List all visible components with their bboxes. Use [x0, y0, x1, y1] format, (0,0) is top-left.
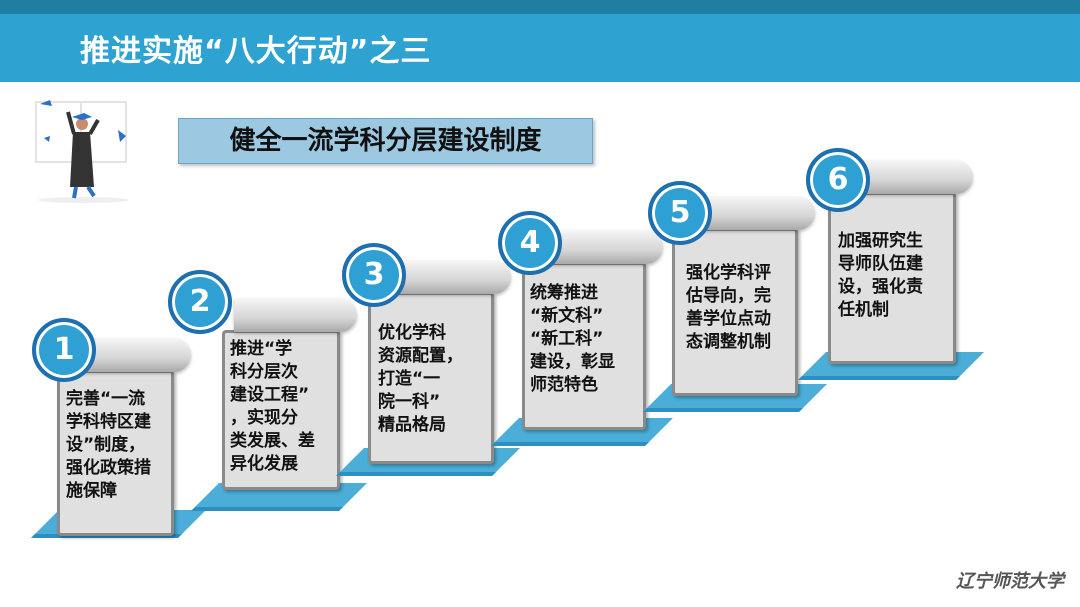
- header-bar: [0, 14, 1080, 82]
- step-number-badge: 4: [498, 211, 562, 275]
- scroll-roll: [234, 298, 357, 332]
- step-card: [368, 292, 494, 464]
- step-text: 完善“一流 学科特区建 设”制度， 强化政策措 施保障: [66, 389, 151, 501]
- section-subtitle: 健全一流学科分层建设制度: [178, 118, 593, 164]
- step-text: 统筹推进 “新文科” “新工科” 建设，彰显 师范特色: [530, 283, 615, 395]
- step-text: 优化学科 资源配置， 打造“一 院一科” 精品格局: [378, 323, 463, 435]
- step-text: 加强研究生 导师队伍建 设，强化责 任机制: [838, 231, 923, 320]
- step-text: 强化学科评 估导向，完 善学位点动 态调整机制: [686, 263, 771, 352]
- page-title: 推进实施“八大行动”之三: [80, 34, 432, 69]
- step-number-badge: 3: [342, 243, 406, 307]
- step-card: [672, 228, 798, 396]
- step-text: 推进“学 科分层次 建设工程” ，实现分 类发展、差 异化发展: [230, 339, 315, 474]
- step-card: [222, 330, 340, 490]
- graduate-illustration: [35, 100, 128, 203]
- step-number-badge: 1: [32, 318, 96, 382]
- step-number-badge: 2: [168, 270, 232, 334]
- top-bar: [0, 0, 1080, 14]
- university-logo: 辽宁师范大学: [956, 571, 1064, 592]
- step-number-badge: 6: [806, 148, 870, 212]
- step-number-badge: 5: [648, 181, 712, 245]
